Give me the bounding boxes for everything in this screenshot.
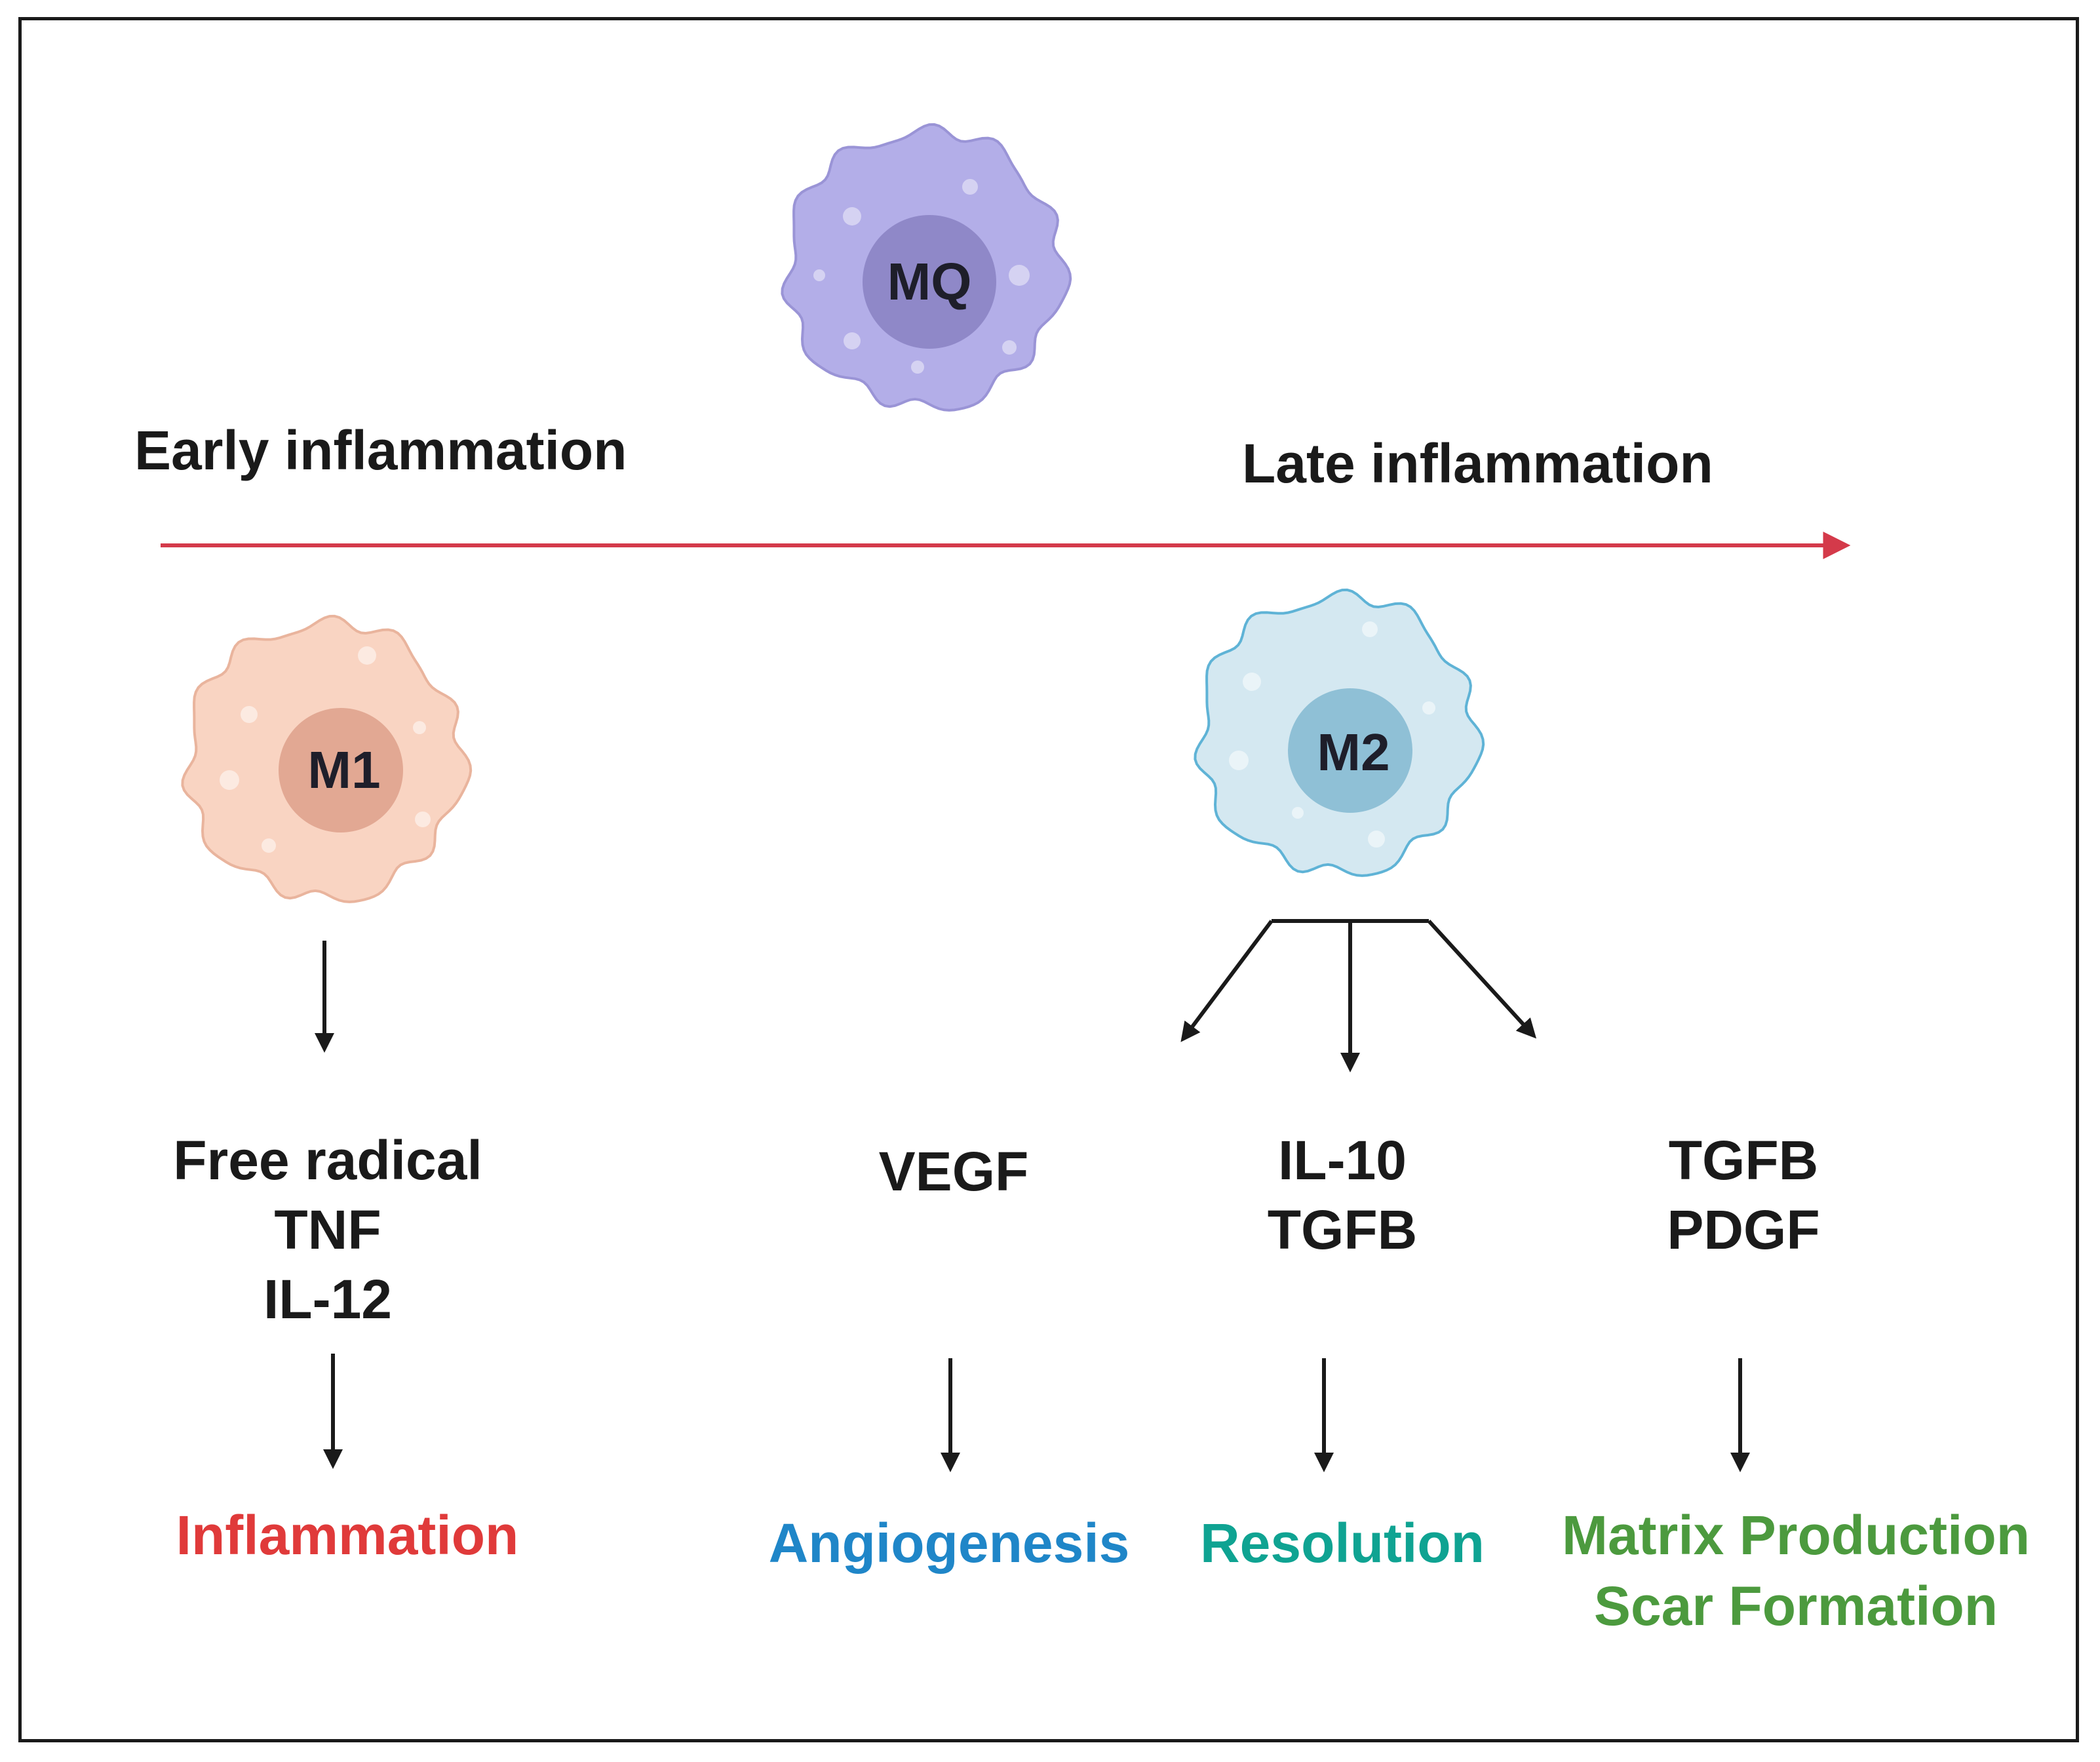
outcome-matrix-production: Matrix Production <box>1561 1504 2031 1566</box>
m2-label: M2 <box>1317 723 1390 781</box>
late-inflammation-label: Late inflammation <box>1242 433 1713 494</box>
outcome-matrix: Matrix Production Scar Formation <box>1562 1508 2030 1634</box>
mq-nucleus <box>863 215 996 349</box>
mediator-tnf: TNF <box>274 1199 381 1261</box>
vegf-mediators: VEGF <box>879 1144 1029 1199</box>
mediator-tgfb-matrix: TGFB <box>1668 1129 1819 1191</box>
outcome-resolution: Resolution <box>1200 1512 1485 1574</box>
mediator-il12: IL-12 <box>263 1268 393 1330</box>
m1-granules <box>220 646 431 853</box>
outcome-scar-formation: Scar Formation <box>1593 1575 1998 1637</box>
m1-label: M1 <box>307 741 381 799</box>
mediator-free-radical: Free radical <box>173 1129 482 1191</box>
outcome-angiogenesis: Angiogenesis <box>768 1512 1130 1574</box>
m1-nucleus <box>279 708 403 832</box>
mediator-il10: IL-10 <box>1277 1129 1407 1191</box>
mediator-vegf: VEGF <box>878 1141 1029 1202</box>
m2-cell <box>1194 588 1485 877</box>
mediator-pdgf: PDGF <box>1667 1199 1820 1261</box>
m1-cell <box>181 614 473 903</box>
outcome-inflammation: Inflammation <box>176 1504 519 1566</box>
matrix-mediators: TGFB PDGF <box>1667 1133 1819 1257</box>
m2-branch-arrows <box>1180 919 1537 1072</box>
mq-cell <box>781 123 1072 412</box>
mediator-tgfb-resolution: TGFB <box>1267 1199 1418 1261</box>
m2-granules <box>1229 621 1435 848</box>
mq-granules <box>813 179 1030 374</box>
early-inflammation-label: Early inflammation <box>134 420 627 481</box>
m1-mediators: Free radical TNF IL-12 <box>173 1133 482 1327</box>
m2-nucleus <box>1288 688 1412 813</box>
mq-label: MQ <box>887 252 972 311</box>
resolution-mediators: IL-10 TGFB <box>1268 1133 1418 1257</box>
